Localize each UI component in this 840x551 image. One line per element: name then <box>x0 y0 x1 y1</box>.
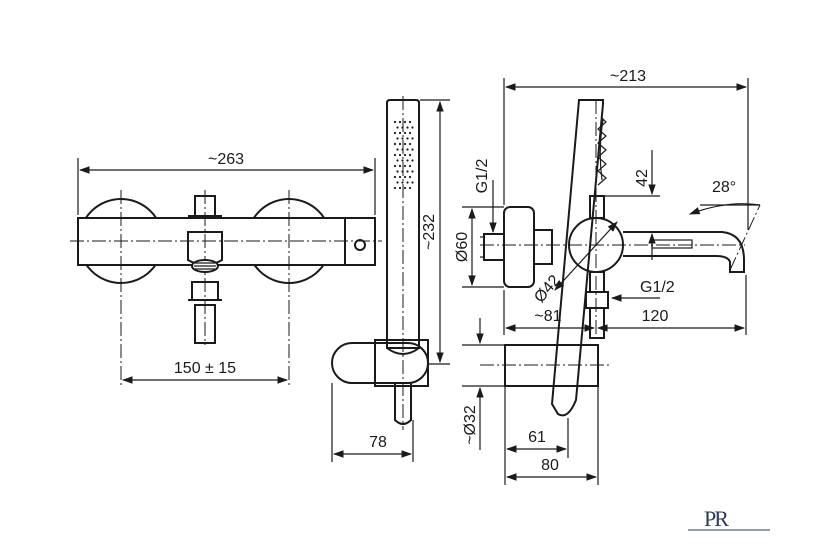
nozzle-dot <box>408 186 412 190</box>
dim-thread-top: G1/2 <box>474 159 491 194</box>
angle-spout-line <box>729 204 761 271</box>
nozzle-dot <box>393 175 397 179</box>
dim-depth-80: 80 <box>541 457 559 474</box>
dim-thread-bottom: G1/2 <box>640 279 675 296</box>
nozzle-dot <box>396 126 399 129</box>
wall-nut <box>483 233 505 261</box>
dim-line-42-dia <box>554 221 618 291</box>
nozzle-dot <box>396 159 399 162</box>
nozzle-dot <box>406 159 409 162</box>
dim-spout-angle: 28° <box>712 179 736 196</box>
nozzle-dot <box>411 170 414 173</box>
side-bottom-connector <box>589 271 605 293</box>
dim-offset-81: ~81 <box>534 308 561 325</box>
nozzle-dot <box>408 120 412 124</box>
nozzle-dot <box>408 153 412 157</box>
logo-text: PR <box>704 506 729 531</box>
side-connector <box>533 229 553 265</box>
nozzle-dot <box>396 148 399 151</box>
nozzle-dot <box>403 175 407 179</box>
nozzle-dot <box>393 142 397 146</box>
hose-coil <box>597 117 607 186</box>
aerator-grid <box>194 262 216 270</box>
side-bottom-nut <box>585 291 609 309</box>
hose-end <box>394 383 412 425</box>
nozzle-dot <box>393 164 397 168</box>
nozzle-dot <box>408 164 412 168</box>
angle-arc <box>688 203 761 215</box>
dim-hand-shower-depth: 78 <box>369 434 387 451</box>
dim-wall-spacing: 150 ± 15 <box>174 360 236 377</box>
nozzle-dot <box>393 153 397 157</box>
nozzle-dot <box>393 186 397 190</box>
nozzle-dot <box>398 186 402 190</box>
nozzle-dot <box>398 164 402 168</box>
nozzle-dot <box>401 159 404 162</box>
dim-spout-120: 120 <box>642 308 669 325</box>
nozzle-dot <box>398 142 402 146</box>
coil-path <box>597 117 607 186</box>
nozzle-dot <box>401 181 404 184</box>
holder-clamp <box>374 339 429 387</box>
nozzle-dot <box>411 137 414 140</box>
nozzle-dot <box>408 131 412 135</box>
dim-escutcheon-dia: Ø60 <box>454 232 471 262</box>
nozzle-dot <box>403 131 407 135</box>
nozzle-dot <box>406 181 409 184</box>
nozzle-dot <box>396 137 399 140</box>
handle-bottom-curve <box>386 347 420 355</box>
nozzle-dot <box>403 153 407 157</box>
nozzle-dot <box>403 142 407 146</box>
nozzle-dot <box>411 181 414 184</box>
dim-body-dia: Ø42 <box>531 272 564 306</box>
dim-height-42: 42 <box>634 169 651 187</box>
nozzle-dot <box>393 131 397 135</box>
nozzle-dot <box>411 148 414 151</box>
nozzle-dot <box>401 148 404 151</box>
nozzle-dot <box>403 164 407 168</box>
nozzle-dot <box>408 175 412 179</box>
brand-logo: PR <box>688 506 770 531</box>
nozzle-dot <box>401 137 404 140</box>
spout-slot <box>651 239 693 249</box>
nozzle-dot <box>406 126 409 129</box>
nozzle-dot <box>406 170 409 173</box>
dim-depth-61: 61 <box>528 429 546 446</box>
nozzle-dot <box>396 170 399 173</box>
spray-nozzles <box>393 120 414 190</box>
nozzle-dot <box>398 131 402 135</box>
nozzle-dot <box>403 120 407 124</box>
nozzle-dot <box>393 120 397 124</box>
hose-stub <box>194 304 216 344</box>
dim-front-width: ~263 <box>208 151 244 168</box>
side-spout <box>623 231 745 273</box>
side-bottom-stub <box>589 307 605 339</box>
nozzle-dot <box>398 175 402 179</box>
front-view: ~263 150 ± 15 <box>70 151 382 385</box>
side-hand-shower <box>550 99 604 417</box>
nozzle-dot <box>406 148 409 151</box>
nozzle-dot <box>396 181 399 184</box>
dim-holder-dia: ~Ø32 <box>462 405 479 445</box>
dim-hand-shower-length: ~232 <box>421 214 438 250</box>
side-escutcheon <box>503 206 535 288</box>
hand-shower-handle <box>386 99 420 349</box>
nozzle-dot <box>406 137 409 140</box>
nozzle-dot <box>398 120 402 124</box>
side-top-knob <box>589 195 605 219</box>
side-view: ~213 G1/2 Ø60 42 28° Ø42 G1/2 ~81 120 <box>454 68 761 485</box>
dim-side-width: ~213 <box>610 68 646 85</box>
nozzle-dot <box>401 126 404 129</box>
hand-shower-view: ~232 78 <box>331 96 450 462</box>
nozzle-dot <box>411 159 414 162</box>
nozzle-dot <box>403 186 407 190</box>
handle-dot <box>354 239 366 251</box>
nozzle-dot <box>411 126 414 129</box>
nozzle-dot <box>398 153 402 157</box>
nozzle-dot <box>408 142 412 146</box>
nozzle-dot <box>401 170 404 173</box>
